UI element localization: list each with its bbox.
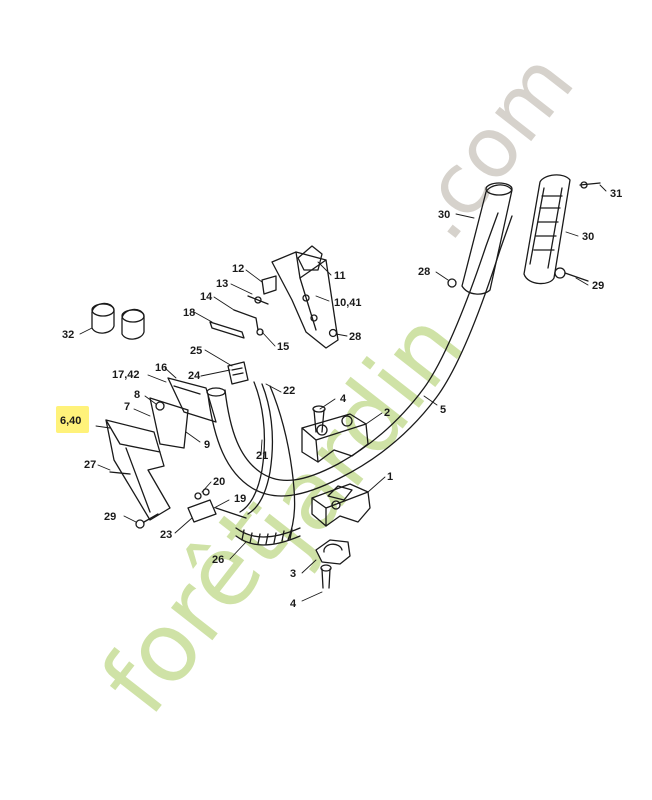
watermark: forêt jardin .com	[80, 35, 593, 735]
callout-30: 30	[582, 231, 594, 243]
slider-18	[209, 321, 245, 339]
callout-6-40: 6,40	[60, 415, 81, 427]
callout-29: 29	[592, 280, 604, 292]
callout-1: 1	[387, 471, 393, 483]
nut-28-lower	[328, 328, 338, 338]
callout-29: 29	[104, 511, 116, 523]
clamp-upper	[301, 413, 369, 463]
callout-labels: 1 2 3 4 4 5 6,40 7 8 9 10,41 11 12 13 14…	[60, 188, 622, 610]
callout-5: 5	[440, 404, 446, 416]
callout-27: 27	[84, 459, 96, 471]
callout-2: 2	[384, 407, 390, 419]
screw-29-right	[554, 267, 589, 282]
screw-29-left	[135, 513, 159, 529]
screw-upper	[312, 405, 326, 433]
callout-24: 24	[188, 370, 201, 382]
callout-15: 15	[277, 341, 289, 353]
handle-grip-ribbed	[523, 174, 571, 285]
screw-27	[109, 471, 131, 475]
callout-20: 20	[213, 476, 225, 488]
callout-31: 31	[610, 188, 622, 200]
leader-lines	[79, 184, 607, 602]
callout-4: 4	[290, 598, 297, 610]
corrugated-sleeve	[235, 527, 301, 546]
control-housing	[271, 251, 339, 349]
callout-28: 28	[418, 266, 430, 278]
side-cover-16	[167, 377, 217, 423]
callout-30: 30	[438, 209, 450, 221]
callout-12: 12	[232, 263, 244, 275]
callout-10-41: 10,41	[334, 297, 362, 309]
small-parts-12-15	[233, 275, 277, 336]
callout-28: 28	[349, 331, 361, 343]
line-art	[79, 174, 607, 602]
callout-32: 32	[62, 329, 74, 341]
watermark-com: .com	[389, 35, 593, 258]
callout-21: 21	[256, 450, 268, 462]
screw-31	[579, 181, 601, 189]
callout-23: 23	[160, 529, 172, 541]
callout-18: 18	[183, 307, 195, 319]
nut-28-upper	[447, 278, 457, 288]
callout-4: 4	[340, 393, 347, 405]
side-cover-9	[149, 397, 189, 449]
wiring-harness	[239, 381, 296, 541]
callout-17-42: 17,42	[112, 369, 140, 381]
screw-lower	[320, 564, 332, 589]
trigger-11	[297, 245, 323, 271]
callout-11: 11	[334, 270, 346, 282]
callout-25: 25	[190, 345, 202, 357]
callout-7: 7	[124, 401, 130, 413]
callout-22: 22	[283, 385, 295, 397]
callout-26: 26	[212, 554, 224, 566]
clamp-lower	[311, 483, 371, 527]
callout-3: 3	[290, 568, 296, 580]
connectors-19-23	[187, 488, 247, 523]
callout-13: 13	[216, 278, 228, 290]
callout-14: 14	[200, 291, 213, 303]
nut-8	[155, 401, 165, 411]
highlight-6-40	[56, 406, 89, 433]
handle-grip-tube	[461, 182, 513, 295]
ring-32	[91, 302, 145, 340]
callout-16: 16	[155, 362, 167, 374]
callout-19: 19	[234, 493, 246, 505]
clamp-bracket	[315, 539, 351, 565]
rear-handle	[105, 419, 171, 521]
callout-8: 8	[134, 389, 140, 401]
switch-24-25	[227, 361, 249, 385]
callout-9: 9	[204, 439, 210, 451]
